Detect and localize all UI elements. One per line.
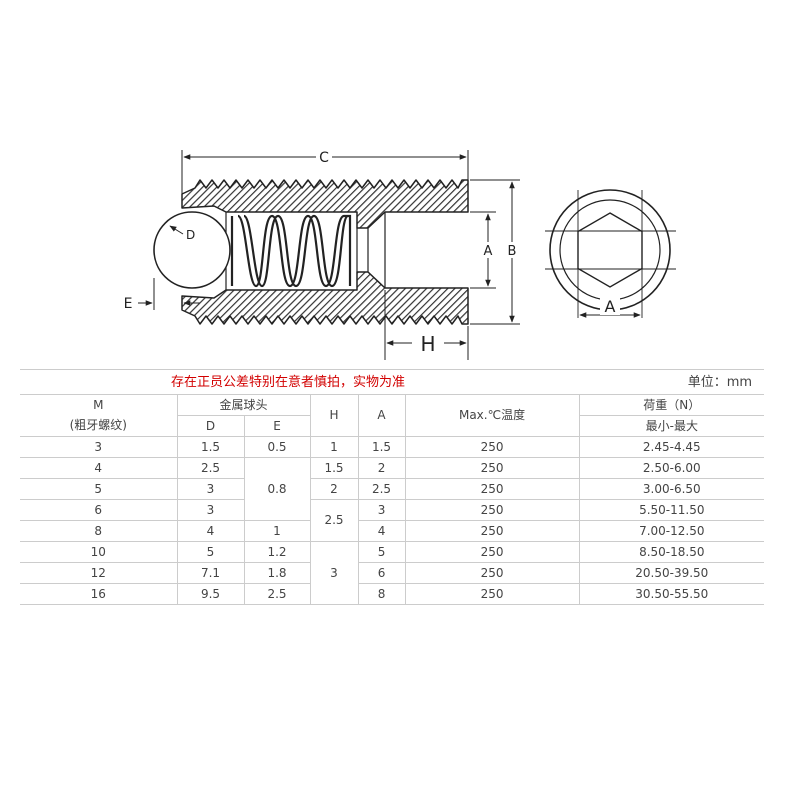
cell-d: 9.5 <box>176 583 244 605</box>
cell-m: 3 <box>20 436 177 458</box>
cell-e: 0.8 <box>243 457 310 521</box>
table-row: 8 4 1 4 250 7.00-12.50 <box>20 520 765 542</box>
cell-e: 1 <box>243 520 310 542</box>
label-b: B <box>508 244 517 259</box>
cell-e: 1.2 <box>243 541 310 563</box>
table-row: 3 1.5 0.5 1 1.5 250 2.45-4.45 <box>20 436 765 458</box>
cell-e: 0.5 <box>243 436 310 458</box>
cell-d: 2.5 <box>176 457 244 479</box>
plunger-body <box>181 179 469 325</box>
cell-d: 5 <box>176 541 244 563</box>
label-end-a: A <box>605 297 616 316</box>
table-row: 10 5 1.2 3 5 250 8.50-18.50 <box>20 541 765 605</box>
dimension-a: A <box>470 211 496 289</box>
cell-m: 16 <box>20 583 177 605</box>
cell-d: 4 <box>176 520 244 542</box>
header-h: H <box>309 394 358 437</box>
metal-ball <box>153 211 231 289</box>
label-h: H <box>420 332 435 356</box>
cell-d: 3 <box>176 499 244 521</box>
cell-m: 4 <box>20 457 177 479</box>
note-row: 存在正员公差特别在意者慎拍，实物为准 单位：mm <box>20 369 765 395</box>
cell-a: 1.5 <box>357 436 406 458</box>
table-row: 6 3 2.5 3 250 5.50-11.50 <box>20 499 765 542</box>
table-row: 5 3 2 2.5 250 3.00-6.50 <box>20 478 765 500</box>
header-ball-head: 金属球头 <box>176 394 310 416</box>
cell-a: 2.5 <box>357 478 406 500</box>
label-c: C <box>319 150 329 166</box>
cell-h: 2.5 <box>309 499 358 542</box>
cell-temp: 250 <box>404 499 580 521</box>
header-e: E <box>243 415 310 437</box>
spring <box>230 214 352 288</box>
header-a: A <box>357 394 406 437</box>
header-load-sub: 最小-最大 <box>578 415 765 437</box>
dimension-c: C <box>181 148 469 195</box>
dimension-d: D <box>169 225 195 242</box>
unit-label: 单位：mm <box>405 369 765 395</box>
cell-m: 6 <box>20 499 177 521</box>
cell-a: 6 <box>357 562 406 584</box>
dimension-h: H <box>384 290 469 360</box>
label-a: A <box>484 244 493 259</box>
cell-temp: 250 <box>404 541 580 563</box>
cell-h: 3 <box>309 541 358 605</box>
cell-temp: 250 <box>404 562 580 584</box>
end-view: A <box>545 189 676 318</box>
header-m: M <box>93 397 104 412</box>
cell-a: 4 <box>357 520 406 542</box>
cell-load: 8.50-18.50 <box>578 541 765 563</box>
cell-load: 3.00-6.50 <box>578 478 765 500</box>
cell-a: 3 <box>357 499 406 521</box>
cell-temp: 250 <box>404 436 580 458</box>
cell-m: 8 <box>20 520 177 542</box>
cell-load: 5.50-11.50 <box>578 499 765 521</box>
cell-e: 2.5 <box>243 583 310 605</box>
header-row-1: M 金属球头 H A Max.℃温度 荷重（N） <box>20 394 765 437</box>
dimension-e: E <box>124 278 200 312</box>
cell-load: 20.50-39.50 <box>578 562 765 584</box>
header-load: 荷重（N） <box>578 394 765 416</box>
cell-d: 3 <box>176 478 244 500</box>
cell-a: 2 <box>357 457 406 479</box>
cell-h: 1.5 <box>309 457 358 479</box>
label-d: D <box>186 228 195 242</box>
spec-table: 存在正员公差特别在意者慎拍，实物为准 单位：mm M 金属球头 H A Max.… <box>20 369 765 605</box>
cell-m: 10 <box>20 541 177 563</box>
cell-h: 1 <box>309 436 358 458</box>
cell-m: 12 <box>20 562 177 584</box>
cell-m: 5 <box>20 478 177 500</box>
cell-temp: 250 <box>404 520 580 542</box>
cell-d: 7.1 <box>176 562 244 584</box>
threaded-body-section-lower <box>181 271 469 325</box>
cell-h: 2 <box>309 478 358 500</box>
table-row: 12 7.1 1.8 6 250 20.50-39.50 <box>20 562 765 584</box>
header-row-2: (粗牙螺纹) D E 最小-最大 <box>20 415 765 437</box>
cell-temp: 250 <box>404 478 580 500</box>
cell-a: 5 <box>357 541 406 563</box>
cell-temp: 250 <box>404 583 580 605</box>
header-m-sub: (粗牙螺纹) <box>20 415 177 437</box>
cell-temp: 250 <box>404 457 580 479</box>
dimension-b: B <box>470 179 520 325</box>
header-temp: Max.℃温度 <box>404 394 580 437</box>
label-e: E <box>124 296 133 312</box>
cell-a: 8 <box>357 583 406 605</box>
cell-load: 7.00-12.50 <box>578 520 765 542</box>
threaded-body-section <box>181 179 469 229</box>
cell-load: 30.50-55.50 <box>578 583 765 605</box>
cell-d: 1.5 <box>176 436 244 458</box>
cell-load: 2.50-6.00 <box>578 457 765 479</box>
cell-load: 2.45-4.45 <box>578 436 765 458</box>
table-row: 4 2.5 0.8 1.5 2 250 2.50-6.00 <box>20 457 765 521</box>
header-d: D <box>176 415 244 437</box>
cell-e: 1.8 <box>243 562 310 584</box>
disclaimer-note: 存在正员公差特别在意者慎拍，实物为准 <box>171 374 406 390</box>
ball-plunger-drawing: C D E A B H <box>124 148 676 360</box>
table-row: 16 9.5 2.5 8 250 30.50-55.50 <box>20 583 765 605</box>
